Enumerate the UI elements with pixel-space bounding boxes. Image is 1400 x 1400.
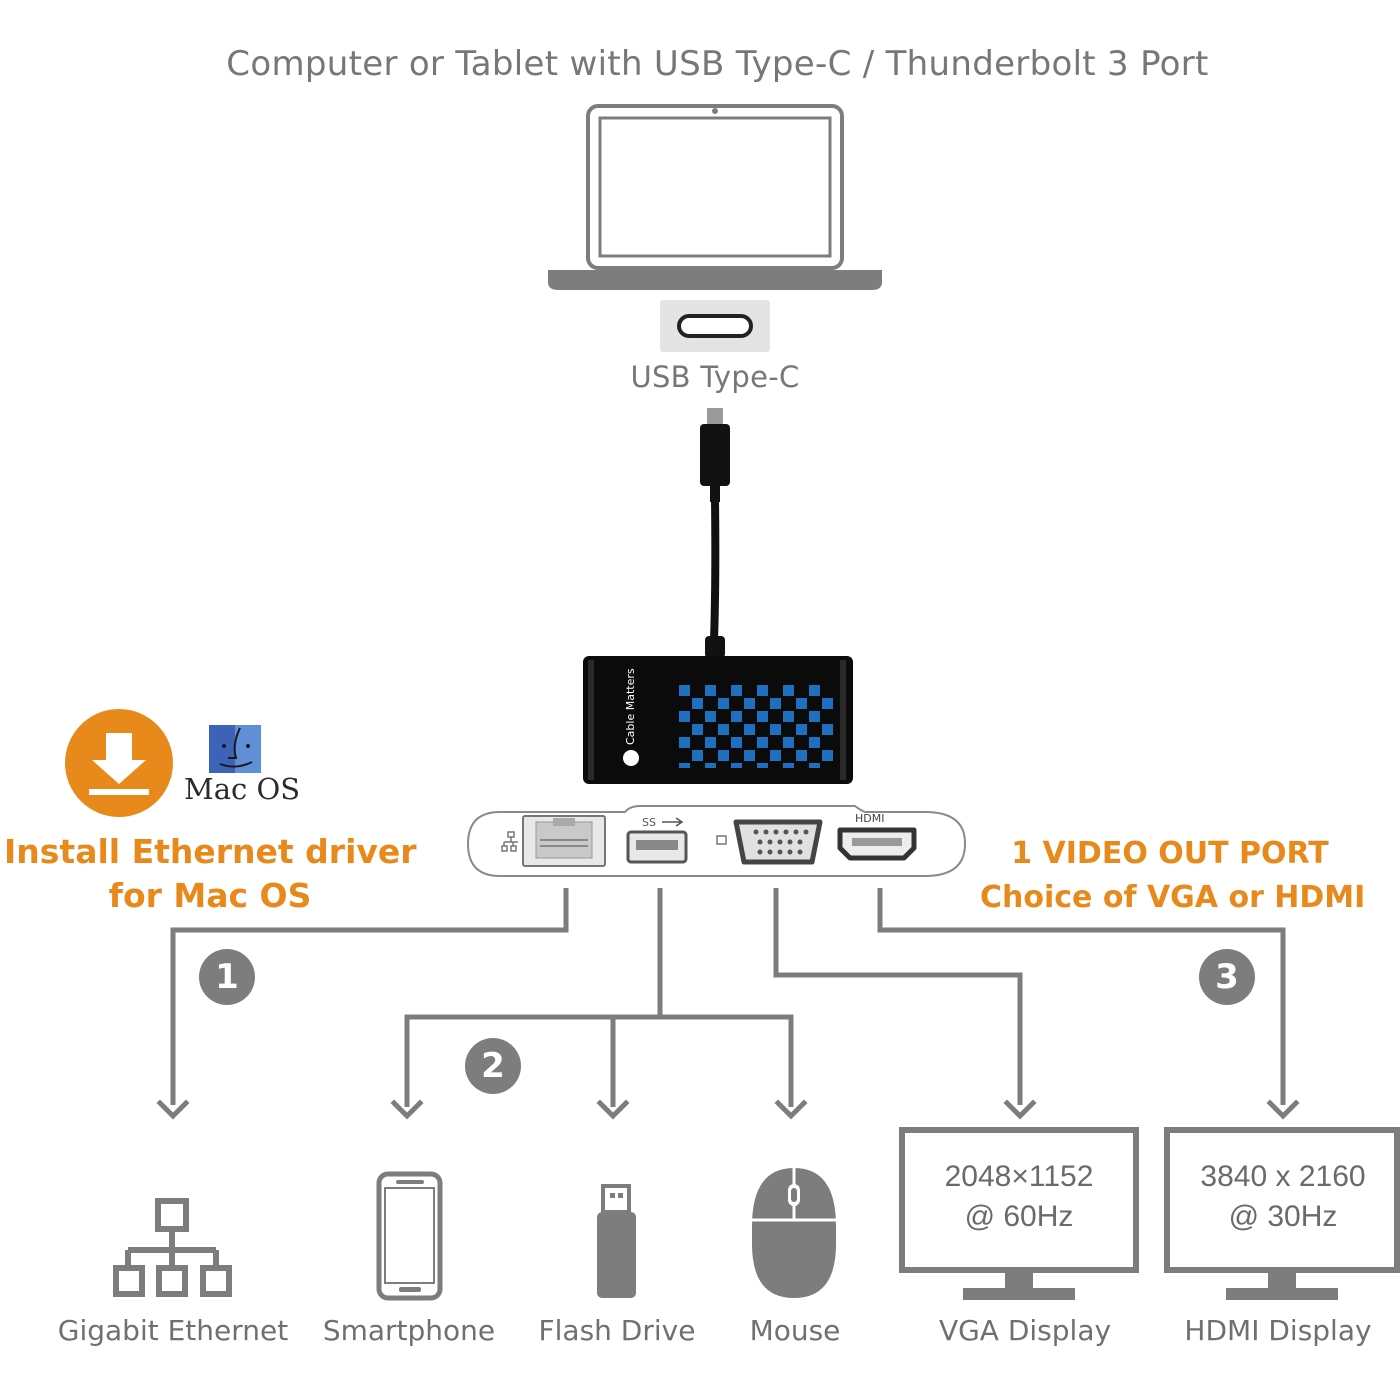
brand-logo-text: Cable Matters bbox=[624, 668, 637, 745]
vga-resolution-line2: @ 60Hz bbox=[964, 1200, 1074, 1233]
hdmi-monitor-icon bbox=[1164, 1127, 1400, 1300]
display-port-mark-icon bbox=[716, 835, 727, 845]
flash-drive-icon bbox=[597, 1184, 636, 1298]
arrow-vga-icon bbox=[1003, 1099, 1037, 1120]
driver-note-line2: for Mac OS bbox=[108, 876, 312, 915]
vga-monitor-icon bbox=[899, 1127, 1139, 1300]
mouse-icon bbox=[752, 1168, 836, 1298]
device-label-vga-display: VGA Display bbox=[938, 1314, 1112, 1347]
laptop-icon bbox=[548, 104, 882, 290]
usb-c-port-icon bbox=[660, 300, 770, 352]
driver-note-line1: Install Ethernet driver bbox=[4, 832, 417, 871]
video-note-line1: 1 VIDEO OUT PORT bbox=[1011, 836, 1329, 871]
adapter-hub: Cable Matters bbox=[583, 656, 853, 784]
mac-os-text: Mac OS bbox=[184, 772, 301, 806]
vga-resolution: 2048×1152 @ 60Hz bbox=[908, 1157, 1130, 1237]
adapter-port-panel: SS HDMI bbox=[466, 805, 966, 877]
hdmi-port-icon: HDMI bbox=[837, 812, 917, 861]
device-label-hdmi-display: HDMI Display bbox=[1184, 1314, 1372, 1347]
hdmi-resolution-line2: @ 30Hz bbox=[1228, 1200, 1338, 1233]
arrow-ethernet-icon bbox=[156, 1099, 190, 1120]
hdmi-resolution: 3840 x 2160 @ 30Hz bbox=[1172, 1157, 1394, 1237]
step-1-badge: 1 bbox=[199, 949, 255, 1005]
ethernet-port-mark-icon bbox=[501, 831, 518, 852]
step-3-badge: 3 bbox=[1199, 949, 1255, 1005]
device-label-mouse: Mouse bbox=[749, 1314, 841, 1347]
mac-os-logo-icon bbox=[209, 725, 261, 773]
usb-a-port-icon: SS bbox=[626, 816, 688, 864]
arrow-hdmi-icon bbox=[1266, 1099, 1300, 1120]
ethernet-port-icon bbox=[522, 815, 606, 867]
hdmi-resolution-line1: 3840 x 2160 bbox=[1200, 1160, 1366, 1193]
device-label-flash-drive: Flash Drive bbox=[538, 1314, 696, 1347]
download-icon bbox=[65, 709, 173, 817]
arrow-mouse-icon bbox=[774, 1099, 808, 1120]
usb-c-label: USB Type-C bbox=[630, 360, 800, 394]
connector-lines bbox=[170, 888, 1286, 1107]
usb-c-cable bbox=[700, 408, 730, 658]
device-label-smartphone: Smartphone bbox=[322, 1314, 496, 1347]
vga-port-icon bbox=[733, 819, 823, 865]
smartphone-icon bbox=[376, 1171, 443, 1301]
vga-resolution-line1: 2048×1152 bbox=[944, 1160, 1094, 1193]
video-note-line2: Choice of VGA or HDMI bbox=[980, 880, 1366, 915]
arrow-smartphone-icon bbox=[390, 1099, 424, 1120]
page-title: Computer or Tablet with USB Type-C / Thu… bbox=[226, 44, 1209, 84]
step-2-badge: 2 bbox=[465, 1038, 521, 1094]
arrow-flash-icon bbox=[596, 1099, 630, 1120]
hdmi-mark: HDMI bbox=[855, 812, 884, 825]
device-label-gigabit-ethernet: Gigabit Ethernet bbox=[57, 1314, 289, 1347]
usb-ss-mark: SS bbox=[642, 816, 656, 829]
network-icon bbox=[113, 1198, 232, 1297]
